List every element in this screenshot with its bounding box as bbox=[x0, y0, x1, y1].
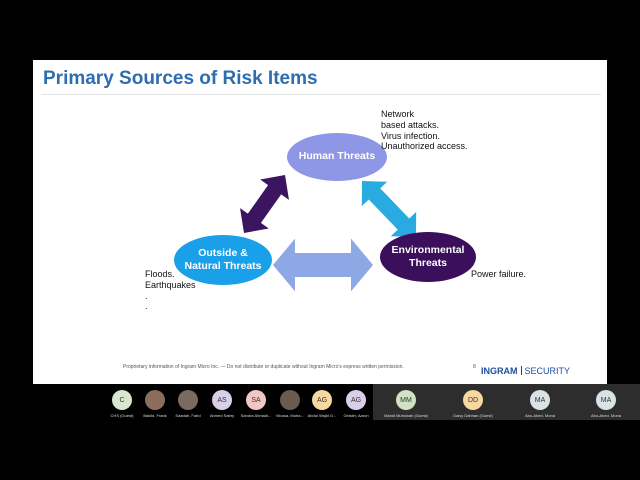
slide-footer: Proprietary information of Ingram Micro … bbox=[123, 364, 404, 370]
participant-name: Sandra Ahmadi... bbox=[240, 413, 272, 418]
participant-photo bbox=[145, 390, 165, 410]
participant-name: CHS (Guest) bbox=[110, 413, 134, 418]
participant-name: Geisler, Aaron bbox=[343, 413, 369, 418]
participant-avatar: C bbox=[112, 390, 132, 410]
participant-tile[interactable]: Mousa, Moha... bbox=[265, 384, 315, 420]
participant-name: Mahdi Muhsinah (Guest) bbox=[384, 413, 428, 418]
presentation-slide: Primary Sources of Risk Items Human Thre… bbox=[33, 60, 607, 384]
arrows-diagram bbox=[240, 175, 417, 292]
environmental-threats-notes: Power failure. bbox=[471, 269, 527, 279]
ingram-security-logo: INGRAM SECURITY bbox=[481, 366, 570, 376]
participant-avatar: MA bbox=[596, 390, 616, 410]
participant-name: Abdul Wajid G... bbox=[307, 413, 337, 418]
participant-avatar: MA bbox=[530, 390, 550, 410]
participant-tile[interactable]: AG Geisler, Aaron bbox=[331, 384, 381, 420]
participant-avatar: AG bbox=[346, 390, 366, 410]
participant-avatar: AS bbox=[212, 390, 232, 410]
participant-photo bbox=[280, 390, 300, 410]
natural-threats-notes: Floods. Earthquakes . . bbox=[145, 269, 196, 312]
natural-threats-label: Outside &Natural Threats bbox=[184, 246, 262, 272]
page-number: 8 bbox=[473, 364, 476, 370]
participant-name: Baklid, Frank bbox=[143, 413, 167, 418]
participant-name: Abu-Abed, Mona bbox=[524, 413, 556, 418]
logo-brand: INGRAM bbox=[481, 366, 518, 376]
natural-environment-arrow bbox=[273, 238, 373, 292]
participant-tile[interactable]: MM Mahdi Muhsinah (Guest) bbox=[381, 384, 431, 420]
participant-photo bbox=[178, 390, 198, 410]
participant-name: Abu-Abed, Mona bbox=[590, 413, 622, 418]
participant-name: Mousa, Moha... bbox=[276, 413, 304, 418]
participant-tile[interactable]: AS Ahmed Sabry bbox=[197, 384, 247, 420]
participant-avatar: DD bbox=[463, 390, 483, 410]
human-natural-arrow bbox=[240, 175, 289, 233]
participant-tile[interactable]: Baklid, Frank bbox=[130, 384, 180, 420]
natural-threats-node: Outside &Natural Threats bbox=[174, 235, 272, 285]
title-divider bbox=[41, 94, 601, 95]
participant-avatar: SA bbox=[246, 390, 266, 410]
human-threats-node: Human Threats bbox=[287, 133, 387, 181]
logo-security: SECURITY bbox=[524, 366, 571, 376]
participant-tile[interactable]: AG Abdul Wajid G... bbox=[297, 384, 347, 420]
human-threats-notes: Network based attacks. Virus infection. … bbox=[381, 109, 468, 152]
participant-tile[interactable]: DD Daisy Dahhan (Guest) bbox=[448, 384, 498, 420]
highlight-region bbox=[373, 384, 640, 420]
participant-name: Saadah, Farid bbox=[175, 413, 201, 418]
participant-name: Daisy Dahhan (Guest) bbox=[453, 413, 493, 418]
human-threats-label: Human Threats bbox=[298, 150, 376, 163]
participant-tile[interactable]: Saadah, Farid bbox=[163, 384, 213, 420]
human-environment-arrow bbox=[361, 181, 417, 237]
participant-tile[interactable]: MA Abu-Abed, Mona bbox=[515, 384, 565, 420]
participant-tile[interactable]: SA Sandra Ahmadi... bbox=[231, 384, 281, 420]
participant-tile[interactable]: MA Abu-Abed, Mona bbox=[581, 384, 631, 420]
participant-tile[interactable]: C CHS (Guest) bbox=[97, 384, 147, 420]
participant-avatar: MM bbox=[396, 390, 416, 410]
participant-avatar: AG bbox=[312, 390, 332, 410]
slide-title: Primary Sources of Risk Items bbox=[43, 68, 318, 89]
participant-name: Ahmed Sabry bbox=[209, 413, 235, 418]
